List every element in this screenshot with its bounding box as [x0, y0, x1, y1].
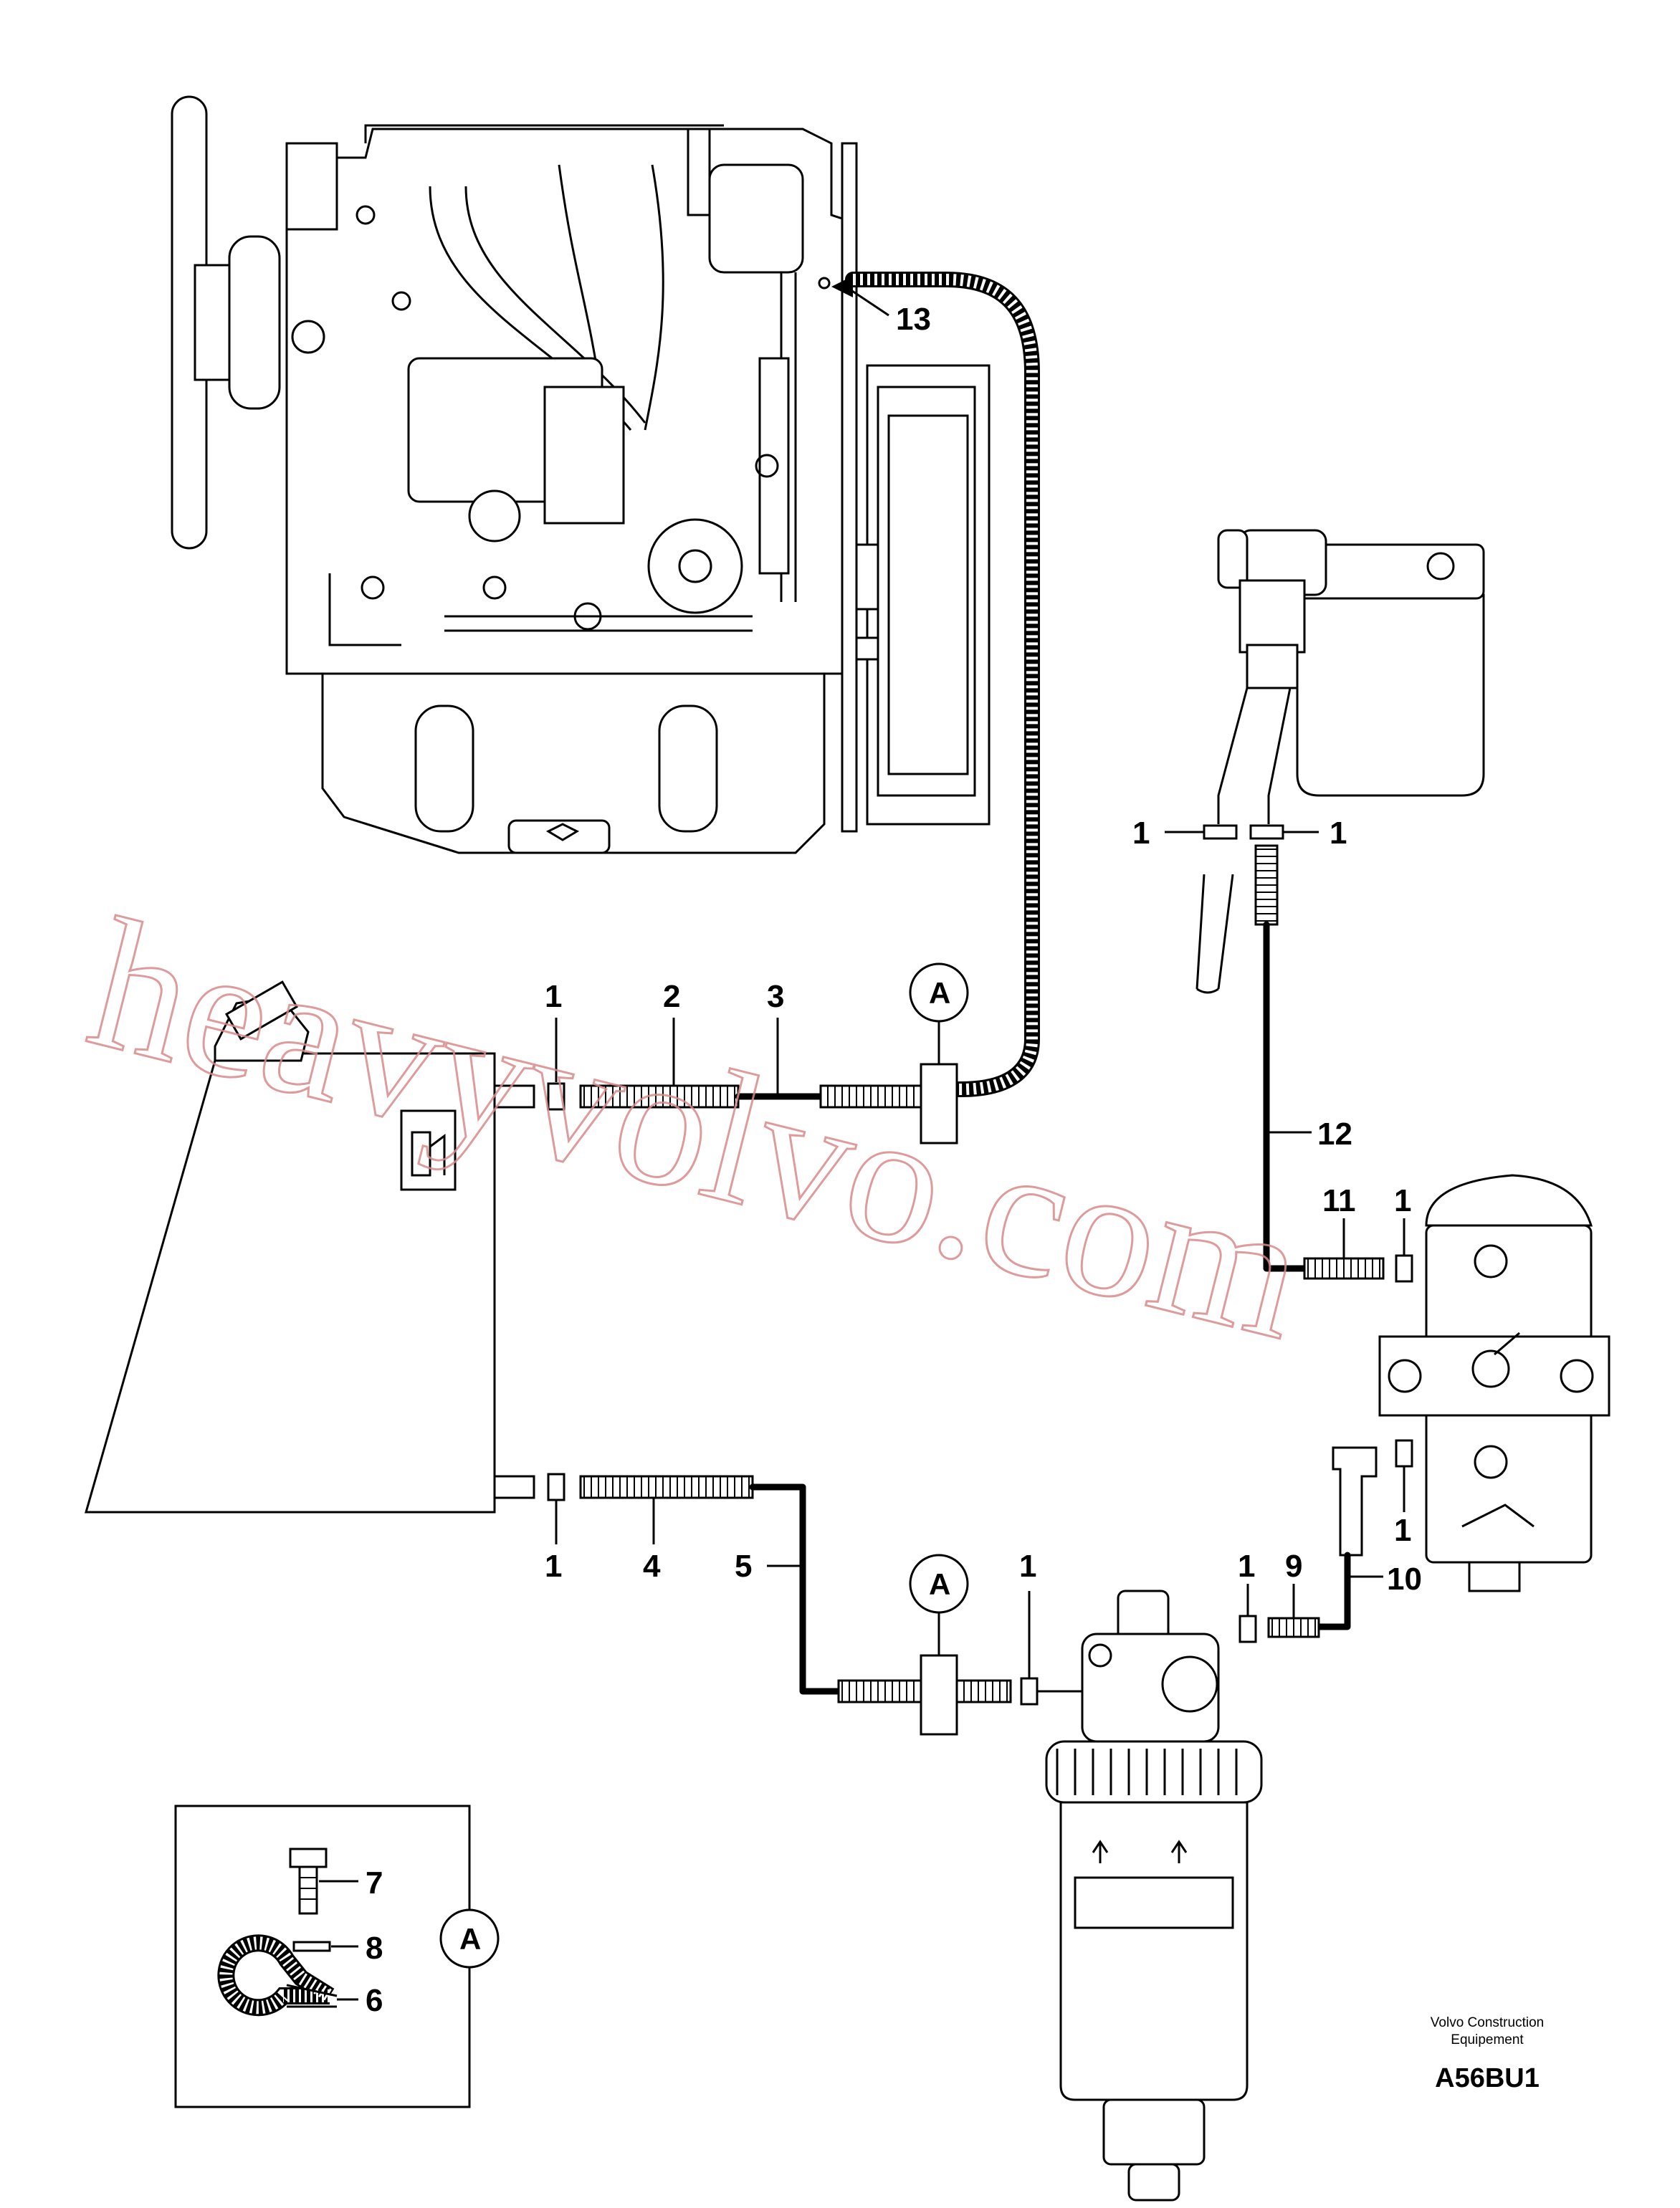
callout-1-sep-left: 1 — [1019, 1549, 1036, 1678]
svg-text:1: 1 — [1238, 1549, 1255, 1584]
clamp-ref-bottom: A — [909, 1554, 969, 1655]
pipe-12: 12 — [1263, 921, 1352, 1272]
hose-11: 11 — [1303, 1183, 1385, 1280]
engine — [171, 95, 991, 854]
footer-drawing-code: A56BU1 — [1435, 2063, 1540, 2093]
footer-company-line2: Equipement — [1451, 2032, 1524, 2047]
svg-text:1: 1 — [1330, 816, 1347, 851]
callout-label-9: 9 — [1285, 1549, 1302, 1584]
water-separator — [1037, 1590, 1263, 2202]
svg-text:6: 6 — [366, 1983, 383, 2018]
callout-label-10: 10 — [1387, 1562, 1422, 1597]
top-return-line — [547, 1063, 958, 1144]
callout-label-13: 13 — [896, 302, 931, 337]
svg-text:1: 1 — [1019, 1549, 1036, 1584]
secondary-fuel-filter — [1378, 1174, 1610, 1592]
callout-4: 4 — [643, 1498, 661, 1584]
callout-1-filter-bottom: 1 — [1394, 1439, 1413, 1548]
callout-3: 3 — [767, 979, 784, 1095]
footer-reference: Volvo Construction Equipement A56BU1 — [1431, 2015, 1544, 2093]
footer-company-line1: Volvo Construction — [1431, 2015, 1544, 2030]
clamp-ref-top: A — [909, 962, 969, 1064]
callout-2: 2 — [663, 979, 680, 1086]
svg-text:7: 7 — [366, 1865, 383, 1901]
svg-text:1: 1 — [545, 979, 562, 1014]
svg-text:1: 1 — [1394, 1513, 1411, 1548]
svg-text:8: 8 — [366, 1931, 383, 1966]
detail-box-a: 7 8 6 A — [174, 1805, 500, 2108]
svg-text:A: A — [929, 1567, 950, 1601]
svg-text:3: 3 — [767, 979, 784, 1014]
elbow-hose-10: 10 — [1315, 1446, 1422, 1630]
svg-text:A: A — [929, 976, 950, 1010]
svg-text:4: 4 — [643, 1549, 661, 1584]
callout-1-top-left: 1 — [1132, 816, 1204, 851]
callout-1-top-right: 1 — [1283, 816, 1347, 851]
engine-fuel-filter — [1217, 529, 1485, 824]
fitting-9: 9 — [1267, 1549, 1320, 1638]
svg-text:1: 1 — [1132, 816, 1150, 851]
svg-text:5: 5 — [735, 1549, 752, 1584]
callout-1-sep-right: 1 — [1238, 1549, 1257, 1643]
bottom-supply-line — [547, 1473, 1039, 1736]
callout-1-tank-bottom: 1 — [545, 1500, 562, 1584]
svg-text:2: 2 — [663, 979, 680, 1014]
svg-text:1: 1 — [545, 1549, 562, 1584]
callout-label-11: 11 — [1322, 1183, 1356, 1218]
filter-inlet-fittings — [1195, 824, 1284, 994]
flexible-return-hose — [845, 272, 1040, 1097]
callout-1-tank-top: 1 — [545, 979, 562, 1082]
svg-text:1: 1 — [1394, 1183, 1411, 1218]
svg-text:A: A — [459, 1922, 481, 1956]
callout-1-filter-top: 1 — [1394, 1183, 1413, 1283]
callout-5: 5 — [735, 1549, 803, 1584]
fuel-tank — [85, 980, 535, 1514]
callout-label-12: 12 — [1317, 1117, 1352, 1152]
